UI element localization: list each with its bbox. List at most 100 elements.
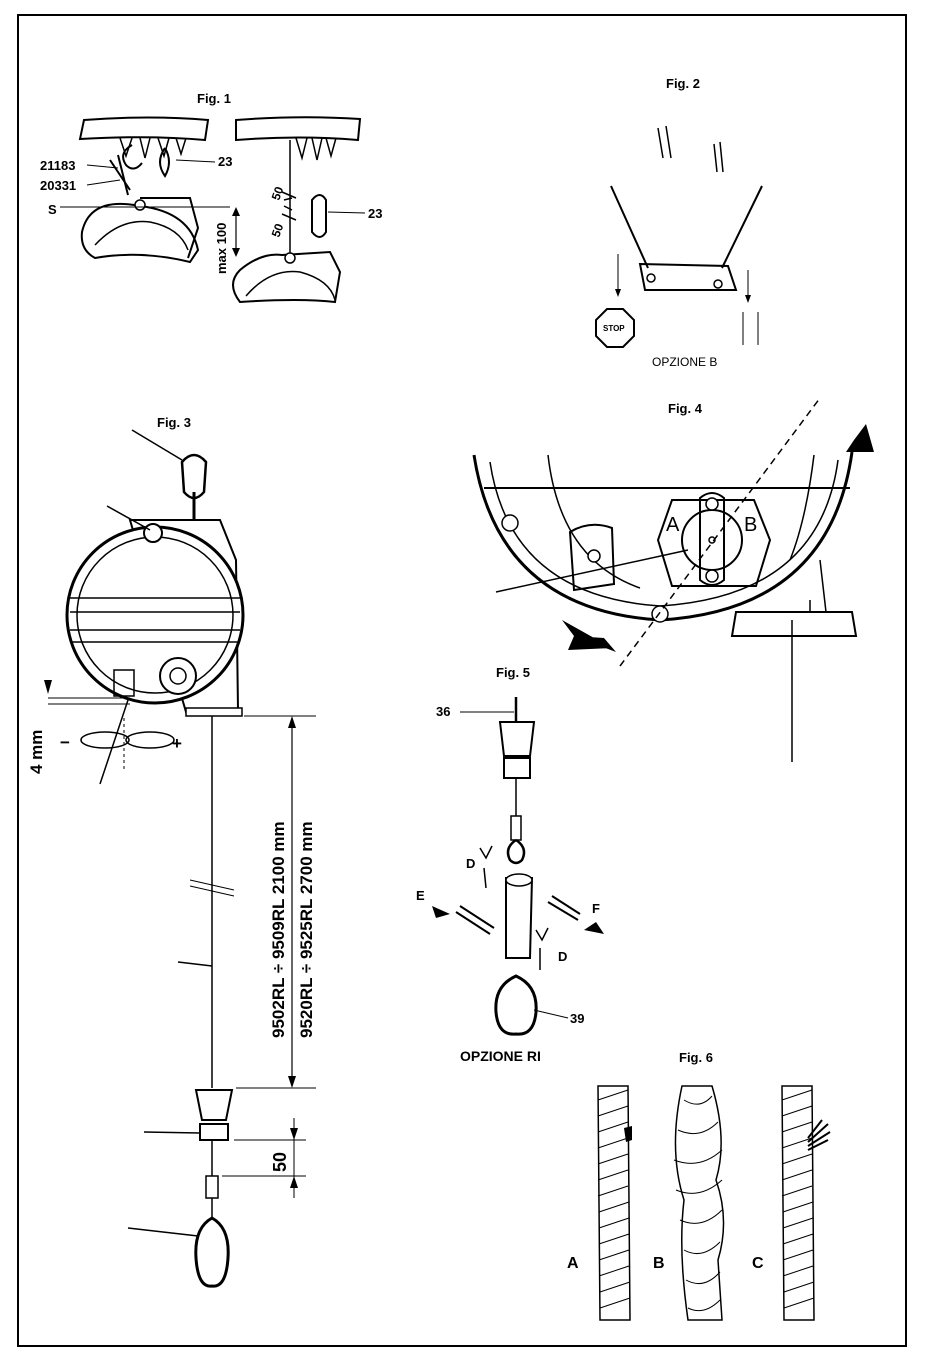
range-label-2: 9520RL ÷ 9525RL 2700 mm bbox=[297, 821, 316, 1038]
broken-wire-a bbox=[624, 1126, 632, 1142]
dim-50-label: 50 bbox=[270, 1152, 290, 1172]
balancer-inner-right bbox=[246, 272, 335, 301]
label-e: E bbox=[416, 888, 425, 903]
label-21183: 21183 bbox=[40, 158, 75, 173]
leader-top bbox=[132, 430, 182, 460]
fig2-option: OPZIONE B bbox=[652, 355, 717, 369]
frayed-wire-c bbox=[808, 1120, 830, 1150]
fig1-title: Fig. 1 bbox=[197, 91, 231, 106]
chain-left bbox=[658, 126, 671, 158]
suspension-eye bbox=[144, 524, 162, 542]
balancer-shell-inner bbox=[490, 460, 838, 606]
ferrule bbox=[206, 1176, 218, 1198]
ceiling-beam-right bbox=[236, 117, 360, 140]
key-hole-top bbox=[706, 498, 718, 510]
fig2-title: Fig. 2 bbox=[666, 76, 700, 91]
label-d-bottom: D bbox=[558, 949, 567, 964]
label-rope-b: B bbox=[653, 1255, 665, 1272]
top-carabiner bbox=[182, 455, 206, 498]
label-s: S bbox=[48, 202, 57, 217]
range-label-1: 9502RL ÷ 9509RL 2100 mm bbox=[269, 821, 288, 1038]
cable-clamp bbox=[200, 1124, 228, 1140]
rope-c bbox=[782, 1086, 830, 1320]
clamp-right bbox=[282, 192, 296, 220]
bar-hole-right bbox=[714, 280, 722, 288]
balancer-shell bbox=[474, 452, 852, 620]
label-d-top: D bbox=[466, 856, 475, 871]
carabiner-39 bbox=[496, 976, 536, 1034]
dim-4mm-arrow bbox=[44, 680, 52, 694]
arrow-head-right bbox=[745, 295, 751, 303]
rotation-minus: − bbox=[60, 733, 70, 752]
bar-hole-left bbox=[647, 274, 655, 282]
chain-right bbox=[714, 142, 723, 172]
fig3: Fig. 3 4 mm − + 9502RL ÷ 9 bbox=[27, 415, 316, 1286]
arrow-e bbox=[432, 906, 450, 918]
arrow-head-left bbox=[615, 289, 621, 297]
thimble-5 bbox=[508, 840, 524, 863]
label-max100: max 100 bbox=[214, 223, 229, 274]
fig4-label-b: B bbox=[744, 514, 757, 536]
fig4-base-plate bbox=[732, 612, 856, 636]
pin-d-top bbox=[480, 846, 492, 888]
arrow-down-left bbox=[562, 620, 616, 652]
ferrule-5 bbox=[511, 816, 521, 840]
shell-screw-bottom bbox=[652, 606, 668, 622]
fig4-cable bbox=[792, 560, 826, 762]
safety-chain bbox=[110, 155, 130, 195]
ceiling-bracket-right bbox=[296, 138, 336, 160]
swivel-body bbox=[506, 878, 532, 958]
leader-carabiner bbox=[128, 1228, 198, 1236]
key-hole-bottom bbox=[706, 570, 718, 582]
bottom-carabiner bbox=[196, 1218, 228, 1286]
fig5-option: OPZIONE RI bbox=[460, 1048, 541, 1064]
fig5: Fig. 5 36 D E F D 39 OPZIONE RI bbox=[416, 665, 604, 1064]
balancer-drum-outer bbox=[67, 527, 243, 703]
arrow-updown bbox=[743, 312, 758, 345]
fig6-title: Fig. 6 bbox=[679, 1050, 713, 1065]
rotation-ellipse-left bbox=[81, 732, 129, 748]
swivel-top bbox=[506, 874, 532, 886]
pin-e bbox=[456, 906, 494, 934]
leader-eye bbox=[107, 506, 150, 530]
fig6: Fig. 6 A B C bbox=[567, 1050, 830, 1320]
ceiling-bracket-left bbox=[120, 138, 186, 158]
leader-20331 bbox=[87, 180, 120, 185]
fig4-label-a: A bbox=[666, 514, 680, 536]
leader-cable bbox=[178, 962, 212, 966]
label-36: 36 bbox=[436, 704, 450, 719]
fig3-title: Fig. 3 bbox=[157, 415, 191, 430]
label-20331: 20331 bbox=[40, 178, 76, 193]
leader-23-b bbox=[328, 212, 365, 213]
cable-stop-5 bbox=[500, 722, 534, 756]
fig5-title: Fig. 5 bbox=[496, 665, 530, 680]
arrow-up-right bbox=[806, 412, 874, 452]
label-50-b: 50 bbox=[269, 221, 287, 239]
cable-stop bbox=[196, 1090, 232, 1120]
leader-23-a bbox=[176, 160, 215, 162]
label-50-a: 50 bbox=[269, 184, 287, 202]
shell-arc-details bbox=[548, 455, 814, 588]
label-23-b: 23 bbox=[368, 206, 382, 221]
balancer-body-left bbox=[82, 204, 198, 262]
balancer-inner-left bbox=[95, 221, 188, 250]
stop-label: STOP bbox=[603, 324, 625, 333]
base-plate bbox=[186, 708, 242, 716]
anchor-point-s bbox=[135, 200, 145, 210]
label-rope-a: A bbox=[567, 1255, 579, 1272]
fig1: Fig. 1 21183 20331 S 23 max 100 bbox=[40, 91, 382, 302]
carabiner-23-right bbox=[312, 195, 326, 237]
leader-39 bbox=[534, 1010, 568, 1018]
fig4: Fig. 4 A B bbox=[474, 398, 874, 762]
ceiling-beam-left bbox=[80, 118, 208, 141]
dim-4mm-label: 4 mm bbox=[27, 730, 46, 774]
support-cables bbox=[611, 186, 762, 268]
clamp-5 bbox=[504, 758, 530, 778]
shell-screw-left bbox=[502, 515, 518, 531]
fig4-title: Fig. 4 bbox=[668, 401, 703, 416]
rope-a bbox=[598, 1086, 632, 1320]
anchor-point-right bbox=[285, 253, 295, 263]
label-23-a: 23 bbox=[218, 154, 232, 169]
pin-f bbox=[548, 896, 580, 920]
